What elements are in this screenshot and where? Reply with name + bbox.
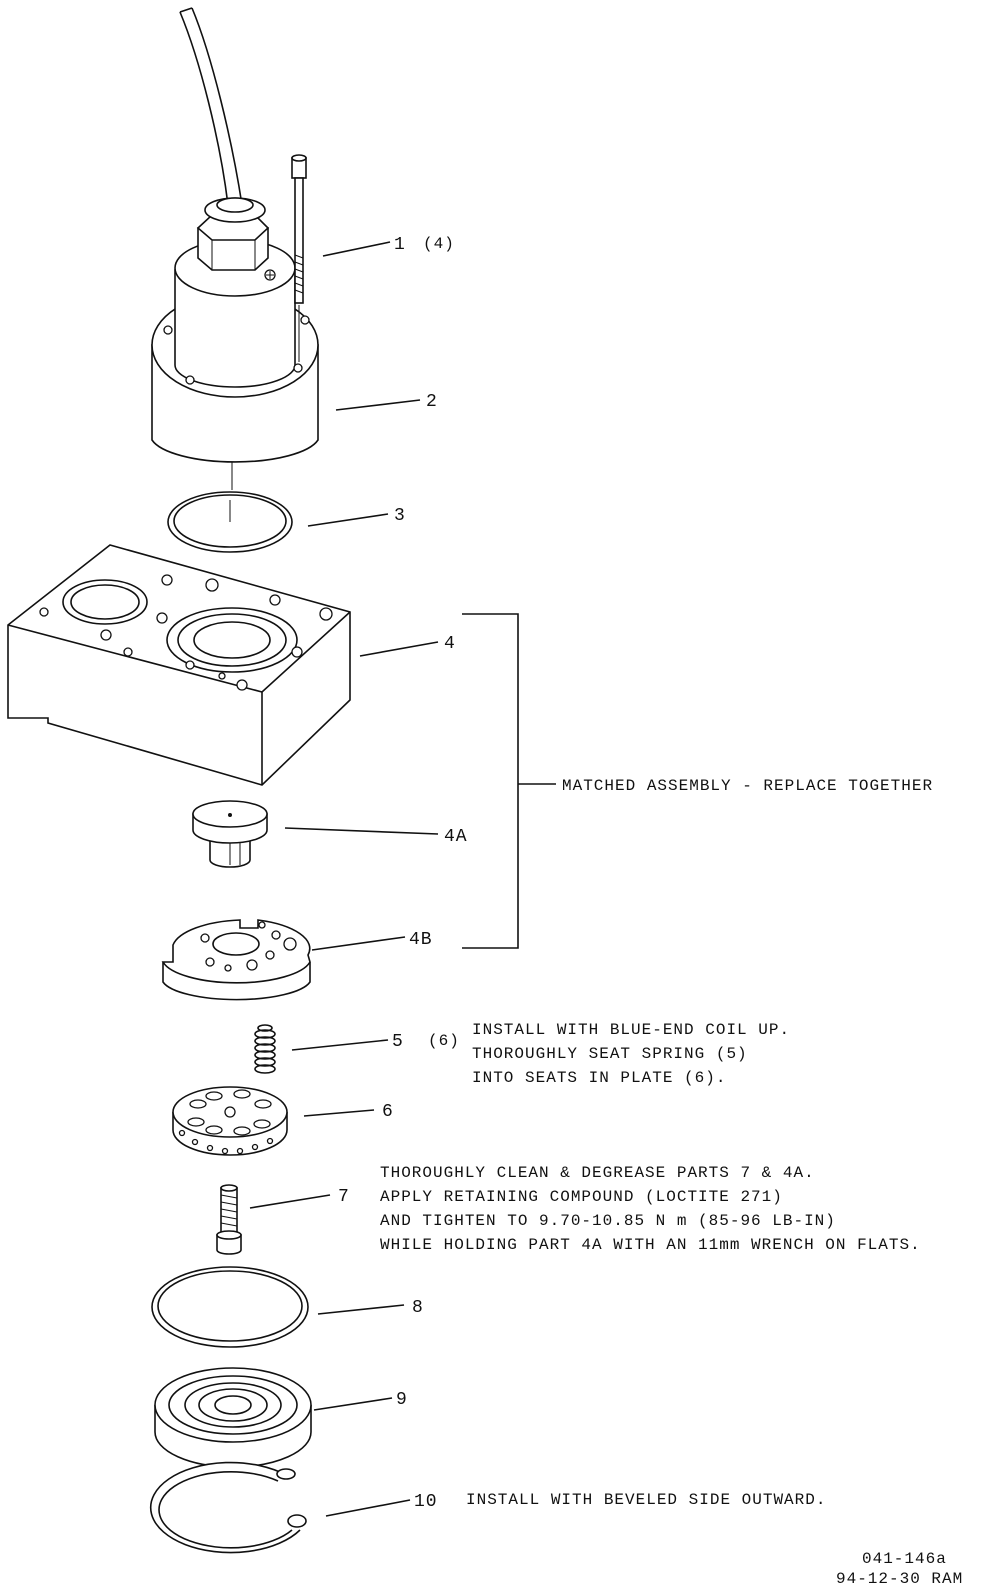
- snap-ring-note: INSTALL WITH BEVELED SIDE OUTWARD.: [466, 1491, 826, 1509]
- drawing-date-author: 94-12-30 RAM: [836, 1570, 963, 1588]
- callout-10: 10: [414, 1492, 438, 1512]
- spring-note-line-2: THOROUGHLY SEAT SPRING (5): [472, 1045, 748, 1063]
- snap-ring-part-10: [149, 1461, 307, 1554]
- spring-note-line-3: INTO SEATS IN PLATE (6).: [472, 1069, 726, 1087]
- callout-9: 9: [396, 1390, 408, 1410]
- callout-6: 6: [382, 1102, 394, 1122]
- spring-note-line-1: INSTALL WITH BLUE-END COIL UP.: [472, 1021, 790, 1039]
- screw-part-7: [216, 1184, 242, 1255]
- o-ring-part-8: [151, 1266, 309, 1348]
- manifold-block-part-4: [7, 544, 351, 786]
- screw-note-line-1: THOROUGHLY CLEAN & DEGREASE PARTS 7 & 4A…: [380, 1164, 815, 1182]
- cable: [179, 7, 243, 206]
- screw-note-line-2: APPLY RETAINING COMPOUND (LOCTITE 271): [380, 1188, 783, 1206]
- callout-8: 8: [412, 1298, 424, 1318]
- seat-plate-part-4b: [161, 919, 311, 1001]
- drawing-id: 041-146a 94-12-30 RAM: [836, 1550, 963, 1588]
- callout-4a: 4A: [444, 827, 468, 847]
- spring-plate-part-6: [172, 1086, 288, 1156]
- callout-1: 1: [394, 235, 406, 255]
- callout-3: 3: [394, 506, 406, 526]
- screw-note-line-4: WHILE HOLDING PART 4A WITH AN 11mm WRENC…: [380, 1236, 921, 1254]
- callout-labels: 1 (4) 2 3 4 4A 4B 5 (6) 6 7 8 9 10: [338, 235, 468, 1512]
- callout-2: 2: [426, 392, 438, 412]
- callout-4: 4: [444, 634, 456, 654]
- notes: MATCHED ASSEMBLY - REPLACE TOGETHER INST…: [380, 777, 933, 1509]
- spring-part-5: [254, 1024, 276, 1074]
- drawing-number: 041-146a: [862, 1550, 947, 1568]
- matched-assembly-note: MATCHED ASSEMBLY - REPLACE TOGETHER: [562, 777, 933, 795]
- callout-7: 7: [338, 1187, 350, 1207]
- screw-part-1: [291, 154, 307, 362]
- seat-cup-part-9: [154, 1367, 312, 1468]
- leader-lines: [249, 241, 556, 1517]
- callout-1-qty: (4): [423, 235, 455, 253]
- poppet-part-4a: [192, 800, 268, 868]
- callout-5: 5: [392, 1032, 404, 1052]
- screw-note-line-3: AND TIGHTEN TO 9.70-10.85 N m (85-96 LB-…: [380, 1212, 836, 1230]
- o-ring-part-3: [167, 491, 293, 553]
- callout-4b: 4B: [409, 930, 433, 950]
- callout-5-qty: (6): [428, 1032, 460, 1050]
- valve-body-part-2: [151, 197, 319, 490]
